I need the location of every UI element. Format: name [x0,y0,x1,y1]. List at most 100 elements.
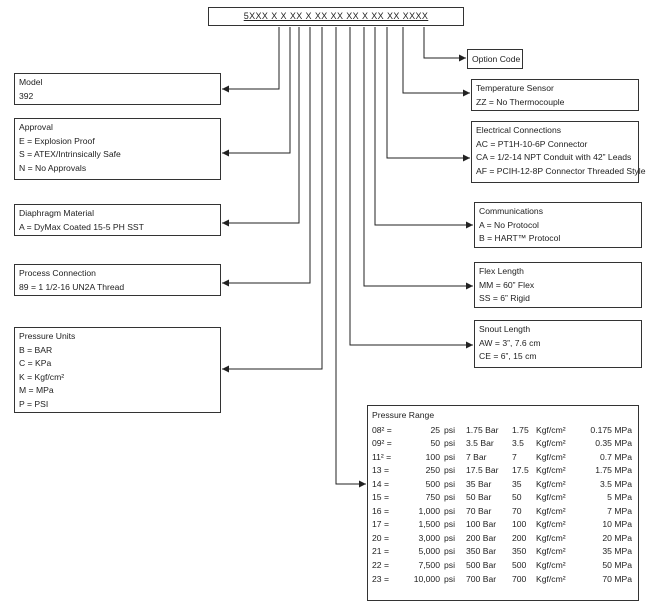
range-code: 22 = [372,559,389,570]
range-mpa: 1.75 MPa [595,465,632,476]
range-kgf: 7 [512,451,517,462]
range-kgf-unit: Kgf/cm² [536,438,566,449]
line-process [222,27,311,287]
range-bar: 7 Bar [466,451,487,462]
range-kgf-unit: Kgf/cm² [536,519,566,530]
range-kgf-unit: Kgf/cm² [536,546,566,557]
range-psi: 3,000 [418,532,440,543]
communications-box: Communications A = No Protocol B = HART™… [474,202,642,248]
electrical-connections-box: Electrical Connections AC = PT1H-10-6P C… [471,121,646,183]
range-code: 08² = [372,424,392,435]
line-electrical [386,27,470,162]
range-mpa: 50 MPa [602,559,632,570]
range-code: 20 = [372,532,389,543]
snout-length-item: CE = 6”, 15 cm [479,351,537,361]
range-psi: 10,000 [413,573,440,584]
range-code: 21 = [372,546,389,557]
line-snout [349,27,473,349]
range-kgf-unit: Kgf/cm² [536,424,566,435]
range-psi-unit: psi [444,438,455,449]
range-mpa: 70 MPa [602,573,632,584]
snout-length-box: Snout Length AW = 3”, 7.6 cm CE = 6”, 15… [474,320,642,368]
range-mpa: 0.175 MPa [590,424,632,435]
range-kgf-unit: Kgf/cm² [536,505,566,516]
pressure-range-title: Pressure Range [372,410,435,420]
electrical-connections-item: CA = 1/2-14 NPT Conduit with 42” Leads [476,152,632,162]
option-code-box: Option Code [467,49,523,69]
range-mpa: 35 MPa [602,546,632,557]
range-mpa: 10 MPa [602,519,632,530]
range-code: 13 = [372,465,389,476]
pressure-units-item: K = Kgf/cm² [19,371,65,382]
range-bar: 35 Bar [466,478,492,489]
range-code: 15 = [372,492,389,503]
pressure-units-item: M = MPa [19,385,54,395]
range-kgf-unit: Kgf/cm² [536,465,566,476]
process-connection-box: Process Connection 89 = 1 1/2-16 UN2A Th… [14,264,221,296]
communications-item: A = No Protocol [479,219,539,230]
range-psi-unit: psi [444,532,455,543]
range-mpa: 3.5 MPa [599,478,632,489]
range-code: 14 = [372,478,389,489]
range-psi: 1,500 [418,519,440,530]
model-code-string: 5XXX X X XX X XX XX XX X XX XX XXXX [208,7,464,26]
option-code-title: Option Code [472,54,521,64]
range-kgf: 350 [512,546,527,557]
range-psi-unit: psi [444,505,455,516]
diaphragm-box: Diaphragm Material A = DyMax Coated 15-5… [14,204,221,236]
approval-item: S = ATEX/Intrinsically Safe [19,149,121,159]
range-kgf-unit: Kgf/cm² [536,492,566,503]
model-item: 392 [19,90,34,101]
range-psi: 500 [425,478,440,489]
flex-length-item: SS = 6” Rigid [479,293,530,303]
range-code: 17 = [372,519,389,530]
range-psi: 1,000 [418,505,440,516]
range-kgf: 70 [512,505,522,516]
range-kgf: 17.5 [512,465,529,476]
temperature-sensor-title: Temperature Sensor [476,83,554,93]
process-connection-title: Process Connection [19,268,96,278]
range-code: 16 = [372,505,389,516]
range-psi-unit: psi [444,492,455,503]
range-code: 11² = [372,451,392,462]
range-kgf: 500 [512,559,527,570]
electrical-connections-item: AC = PT1H-10-6P Connector [476,138,588,149]
electrical-connections-title: Electrical Connections [476,125,562,135]
range-psi: 7,500 [418,559,440,570]
range-psi: 25 [430,424,440,435]
line-option [423,27,466,62]
range-psi: 100 [425,451,440,462]
approval-title: Approval [19,122,53,132]
range-kgf: 700 [512,573,527,584]
range-psi-unit: psi [444,465,455,476]
range-kgf-unit: Kgf/cm² [536,478,566,489]
range-bar: 350 Bar [466,546,497,557]
range-kgf: 100 [512,519,527,530]
range-code: 09² = [372,438,392,449]
flex-length-box: Flex Length MM = 60” Flex SS = 6” Rigid [474,262,642,308]
range-mpa: 0.7 MPa [599,451,632,462]
range-bar: 17.5 Bar [466,465,499,476]
electrical-connections-item: AF = PCIH-12-8P Connector Threaded Style [476,165,646,176]
range-kgf-unit: Kgf/cm² [536,451,566,462]
range-psi: 250 [425,465,440,476]
range-mpa: 0.35 MPa [595,438,632,449]
line-model [222,27,280,93]
range-psi-unit: psi [444,424,455,435]
range-kgf: 200 [512,532,527,543]
diaphragm-title: Diaphragm Material [19,208,94,218]
line-approval [222,27,291,157]
range-psi-unit: psi [444,546,455,557]
pressure-units-item: P = PSI [19,398,49,409]
line-temperature [402,27,470,97]
range-mpa: 20 MPa [602,532,632,543]
pressure-units-item: B = BAR [19,344,53,355]
snout-length-title: Snout Length [479,324,531,334]
